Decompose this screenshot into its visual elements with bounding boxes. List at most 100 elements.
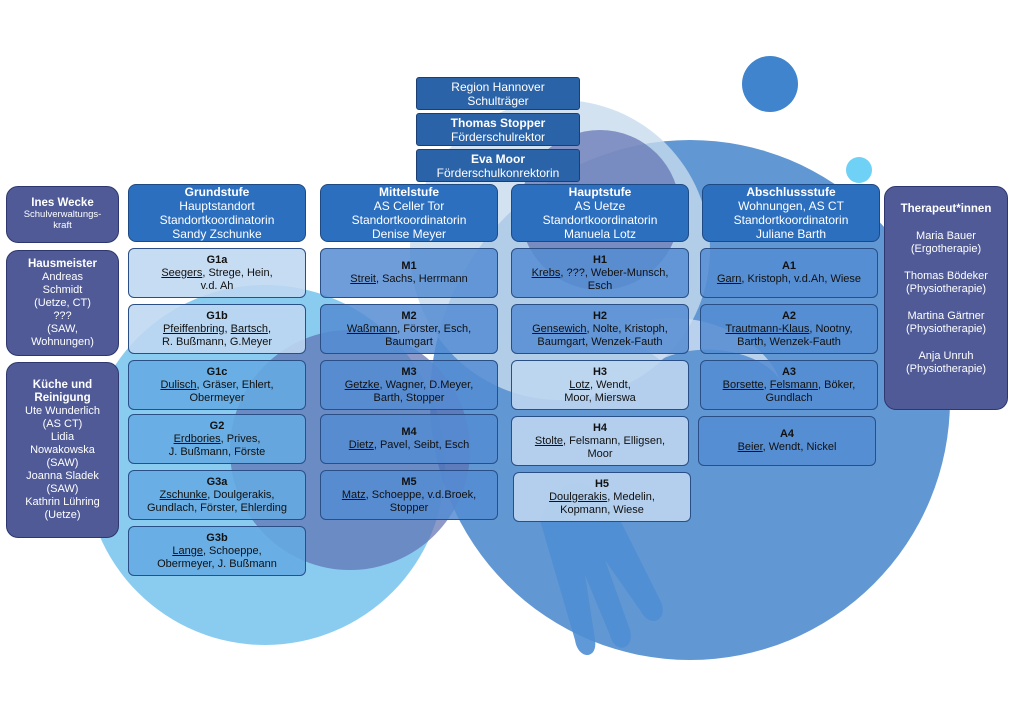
stage-location: AS Uetze bbox=[574, 199, 626, 213]
class-line2: J. Bußmann, Förste bbox=[168, 445, 266, 458]
rector-box: Thomas Stopper Förderschulrektor bbox=[416, 113, 580, 146]
class-teachers: Beier, Wendt, Nickel bbox=[703, 441, 871, 454]
class-teachers: Seegers, Strege, Hein, bbox=[133, 267, 301, 280]
class-box-g3b: G3b Lange, Schoeppe, Obermeyer, J. Bußma… bbox=[128, 526, 306, 576]
class-id: H5 bbox=[594, 477, 610, 490]
class-lead: Lotz bbox=[569, 378, 591, 391]
stage-role: Standortkoordinatorin bbox=[733, 213, 849, 227]
class-line2: Obermeyer, J. Bußmann bbox=[157, 557, 277, 570]
class-box-a3: A3 Borsette, Felsmann, Böker, Gundlach bbox=[700, 360, 878, 410]
class-lead: Stolte bbox=[534, 434, 564, 447]
class-sep: , bbox=[763, 378, 770, 391]
class-id: M2 bbox=[401, 309, 417, 322]
class-box-g1a: G1a Seegers, Strege, Hein, v.d. Ah bbox=[128, 248, 306, 298]
class-lead: Borsette bbox=[722, 378, 764, 391]
class-rest: , Schoeppe, v.d.Broek, bbox=[365, 488, 477, 501]
class-box-m1: M1 Streit, Sachs, Herrmann bbox=[320, 248, 498, 298]
class-rest: , Doulgerakis, bbox=[207, 488, 275, 501]
class-teachers: Erdbories, Prives, bbox=[133, 433, 301, 446]
stage-title: Abschlussstufe bbox=[746, 185, 836, 199]
class-teachers: Garn, Kristoph, v.d.Ah, Wiese bbox=[705, 273, 873, 286]
class-teachers: Krebs, ???, Weber-Munsch, bbox=[516, 267, 684, 280]
class-lead: Streit bbox=[350, 273, 376, 285]
class-rest: , Prives, bbox=[220, 432, 261, 445]
therapist-role: (Physiotherapie) bbox=[905, 323, 987, 335]
class-rest: , Kristoph, v.d.Ah, Wiese bbox=[741, 273, 862, 285]
stage-role: Standortkoordinatorin bbox=[542, 213, 658, 227]
kitchen-line: Kathrin Lühring bbox=[25, 495, 100, 508]
therapist-role: (Physiotherapie) bbox=[905, 283, 987, 295]
class-box-m2: M2 Waßmann, Förster, Esch, Baumgart bbox=[320, 304, 498, 354]
class-id: A4 bbox=[779, 428, 795, 440]
class-teachers: Dietz, Pavel, Seibt, Esch bbox=[325, 439, 493, 452]
small-blue-dot bbox=[742, 56, 798, 112]
class-lead: Waßmann bbox=[346, 322, 398, 335]
kitchen-title-2: Reinigung bbox=[34, 391, 91, 404]
class-lead: Trautmann-Klaus bbox=[725, 322, 810, 335]
therapist-name: Martina Gärtner bbox=[907, 310, 985, 322]
class-teachers: Pfeiffenbring, Bartsch, bbox=[133, 323, 301, 336]
class-teachers: Dulisch, Gräser, Ehlert, bbox=[133, 379, 301, 392]
class-id: A1 bbox=[781, 260, 797, 272]
class-rest: , Nolte, Kristoph, bbox=[586, 322, 668, 335]
class-lead: Seegers bbox=[161, 266, 203, 279]
class-line2: Stopper bbox=[389, 501, 429, 514]
class-box-h3: H3 Lotz, Wendt, Moor, Mierswa bbox=[511, 360, 689, 410]
admin-name: Ines Wecke bbox=[31, 197, 94, 209]
class-teachers: Streit, Sachs, Herrmann bbox=[325, 273, 493, 286]
stage-location: AS Celler Tor bbox=[373, 199, 445, 213]
class-line2: Baumgart, Wenzek-Fauth bbox=[537, 335, 663, 348]
conrector-box: Eva Moor Förderschulkonrektorin bbox=[416, 149, 580, 182]
class-rest: , ???, Weber-Munsch, bbox=[560, 266, 669, 279]
stage-location: Hauptstandort bbox=[179, 199, 255, 213]
class-box-g2: G2 Erdbories, Prives, J. Bußmann, Förste bbox=[128, 414, 306, 464]
admin-box: Ines Wecke Schulverwaltungs- kraft bbox=[6, 186, 119, 243]
therapist-role: (Ergotherapie) bbox=[910, 243, 982, 255]
class-id: A2 bbox=[781, 309, 797, 322]
class-lead: Beier bbox=[737, 441, 763, 453]
class-box-g1c: G1c Dulisch, Gräser, Ehlert, Obermeyer bbox=[128, 360, 306, 410]
class-rest: , Schoeppe, bbox=[202, 544, 262, 557]
stage-coordinator: Manuela Lotz bbox=[563, 227, 637, 241]
class-line2: Moor, Mierswa bbox=[564, 391, 636, 404]
kitchen-box: Küche und Reinigung Ute Wunderlich (AS C… bbox=[6, 362, 119, 538]
class-lead: Krebs bbox=[531, 266, 561, 279]
class-id: G1a bbox=[206, 253, 228, 266]
class-teachers: Waßmann, Förster, Esch, bbox=[325, 323, 493, 336]
class-box-g3a: G3a Zschunke, Doulgerakis, Gundlach, För… bbox=[128, 470, 306, 520]
janitor-line: ??? bbox=[53, 309, 72, 322]
class-line2: Esch bbox=[587, 279, 613, 292]
kitchen-title-1: Küche und bbox=[32, 378, 93, 391]
class-id: M4 bbox=[401, 426, 417, 438]
class-teachers: Borsette, Felsmann, Böker, bbox=[705, 379, 873, 392]
stage-hauptstufe: Hauptstufe AS Uetze Standortkoordinatori… bbox=[511, 184, 689, 242]
class-id: M3 bbox=[401, 365, 417, 378]
class-teachers: Lange, Schoeppe, bbox=[133, 545, 301, 558]
conrector-name: Eva Moor bbox=[470, 151, 525, 166]
class-id: M1 bbox=[401, 260, 417, 272]
rector-title: Förderschulrektor bbox=[450, 129, 546, 144]
class-box-a4: A4 Beier, Wendt, Nickel bbox=[698, 416, 876, 466]
therapists-box: Therapeut*innen Maria Bauer (Ergotherapi… bbox=[884, 186, 1008, 410]
class-id: G2 bbox=[209, 419, 225, 432]
class-lead2: Bartsch bbox=[230, 322, 268, 335]
stage-role: Standortkoordinatorin bbox=[351, 213, 467, 227]
class-id: G3a bbox=[206, 475, 228, 488]
class-line2: Gundlach, Förster, Ehlerding bbox=[146, 501, 288, 514]
class-teachers: Getzke, Wagner, D.Meyer, bbox=[325, 379, 493, 392]
kitchen-line: Lidia bbox=[50, 430, 75, 443]
therapist-name: Anja Unruh bbox=[918, 350, 974, 362]
class-id: H2 bbox=[592, 309, 608, 322]
stage-location: Wohnungen, AS CT bbox=[738, 199, 844, 213]
therapist-name: Maria Bauer bbox=[916, 230, 976, 242]
class-box-h5: H5 Doulgerakis, Medelin, Kopmann, Wiese bbox=[513, 472, 691, 522]
class-id: H4 bbox=[592, 421, 608, 434]
class-teachers: Matz, Schoeppe, v.d.Broek, bbox=[325, 489, 493, 502]
kitchen-line: (SAW) bbox=[46, 456, 79, 469]
therapist-name: Thomas Bödeker bbox=[904, 270, 988, 282]
class-box-h4: H4 Stolte, Felsmann, Elligsen, Moor bbox=[511, 416, 689, 466]
class-sep: , bbox=[224, 322, 231, 335]
stage-coordinator: Denise Meyer bbox=[371, 227, 447, 241]
class-line2: R. Bußmann, G.Meyer bbox=[161, 335, 273, 348]
class-rest: , Gräser, Ehlert, bbox=[196, 378, 274, 391]
